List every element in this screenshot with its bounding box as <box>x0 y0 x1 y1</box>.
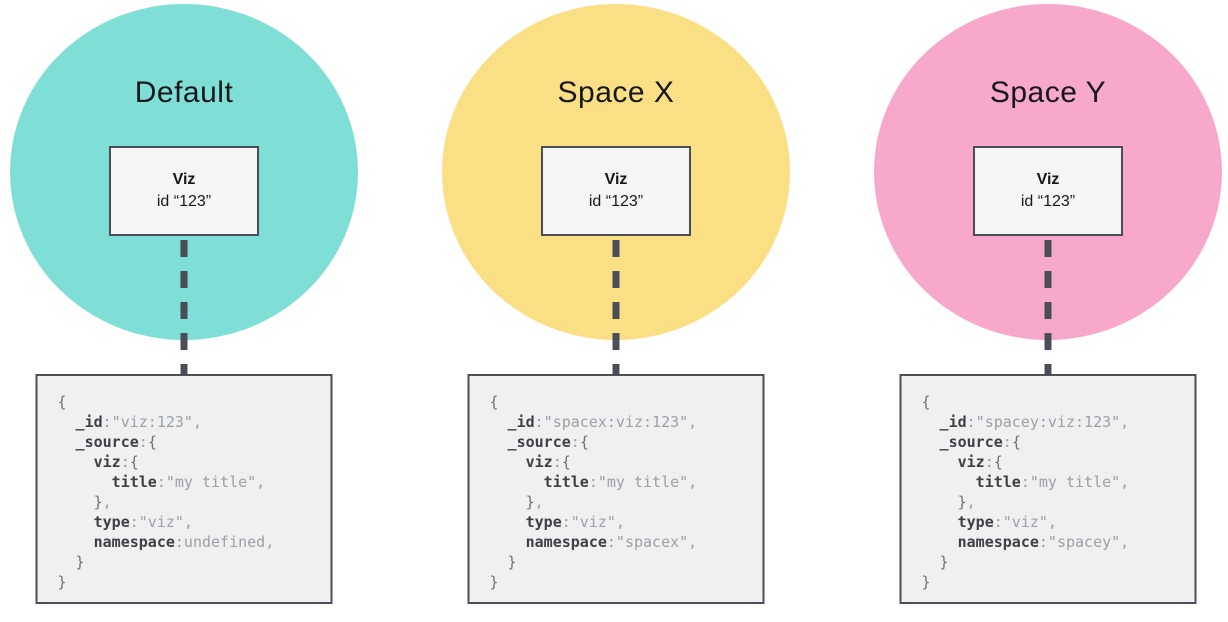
code-line: _source:{ <box>489 433 589 451</box>
code-line: type:"viz", <box>489 513 625 531</box>
code-line: title:"my title", <box>921 473 1130 491</box>
viz-card-title: Viz <box>1036 171 1060 188</box>
document-code-content: { _id:"spacex:viz:123", _source:{ viz:{ … <box>470 376 763 592</box>
dashed-connector-line <box>1044 240 1052 374</box>
code-line: { <box>489 393 499 411</box>
dashed-connector-line <box>612 240 620 374</box>
code-line: } <box>57 573 67 591</box>
code-line: } <box>489 553 517 571</box>
code-line: viz:{ <box>489 453 571 471</box>
code-line: title:"my title", <box>489 473 698 491</box>
code-line: namespace:undefined, <box>57 533 275 551</box>
viz-card-id: id “123” <box>156 193 212 210</box>
code-line: _source:{ <box>921 433 1021 451</box>
space-title: Default <box>134 76 234 109</box>
document-code-box: { _id:"viz:123", _source:{ viz:{ title:"… <box>35 374 333 604</box>
viz-card-id: id “123” <box>588 193 644 210</box>
space-column-default: Default Viz id “123” { _id:"viz:123", _s… <box>10 0 358 622</box>
document-code-content: { _id:"viz:123", _source:{ viz:{ title:"… <box>38 376 331 592</box>
code-line: } <box>489 573 499 591</box>
code-line: { <box>57 393 67 411</box>
viz-card-id: id “123” <box>1020 193 1076 210</box>
space-column-space-x: Space X Viz id “123” { _id:"spacex:viz:1… <box>442 0 790 622</box>
viz-card-title: Viz <box>604 171 628 188</box>
code-line: _id:"spacey:viz:123", <box>921 413 1130 431</box>
viz-card-title: Viz <box>172 171 196 188</box>
code-line: viz:{ <box>57 453 139 471</box>
code-line: }, <box>921 493 976 511</box>
code-line: namespace:"spacex", <box>489 533 698 551</box>
code-line: _id:"spacex:viz:123", <box>489 413 698 431</box>
code-line: viz:{ <box>921 453 1003 471</box>
document-code-content: { _id:"spacey:viz:123", _source:{ viz:{ … <box>902 376 1195 592</box>
code-line: title:"my title", <box>57 473 266 491</box>
code-line: _source:{ <box>57 433 157 451</box>
document-code-box: { _id:"spacey:viz:123", _source:{ viz:{ … <box>899 374 1197 604</box>
code-line: } <box>921 573 931 591</box>
space-column-space-y: Space Y Viz id “123” { _id:"spacey:viz:1… <box>874 0 1222 622</box>
code-line: { <box>921 393 931 411</box>
space-title: Space X <box>557 76 675 109</box>
code-line: type:"viz", <box>57 513 193 531</box>
code-line: } <box>57 553 85 571</box>
dashed-connector-line <box>180 240 188 374</box>
code-line: } <box>921 553 949 571</box>
viz-card: Viz id “123” <box>541 146 691 236</box>
code-line: }, <box>489 493 544 511</box>
code-line: type:"viz", <box>921 513 1057 531</box>
code-line: }, <box>57 493 112 511</box>
code-line: _id:"viz:123", <box>57 413 202 431</box>
code-line: namespace:"spacey", <box>921 533 1130 551</box>
space-title: Space Y <box>989 76 1107 109</box>
document-code-box: { _id:"spacex:viz:123", _source:{ viz:{ … <box>467 374 765 604</box>
viz-card: Viz id “123” <box>973 146 1123 236</box>
viz-card: Viz id “123” <box>109 146 259 236</box>
